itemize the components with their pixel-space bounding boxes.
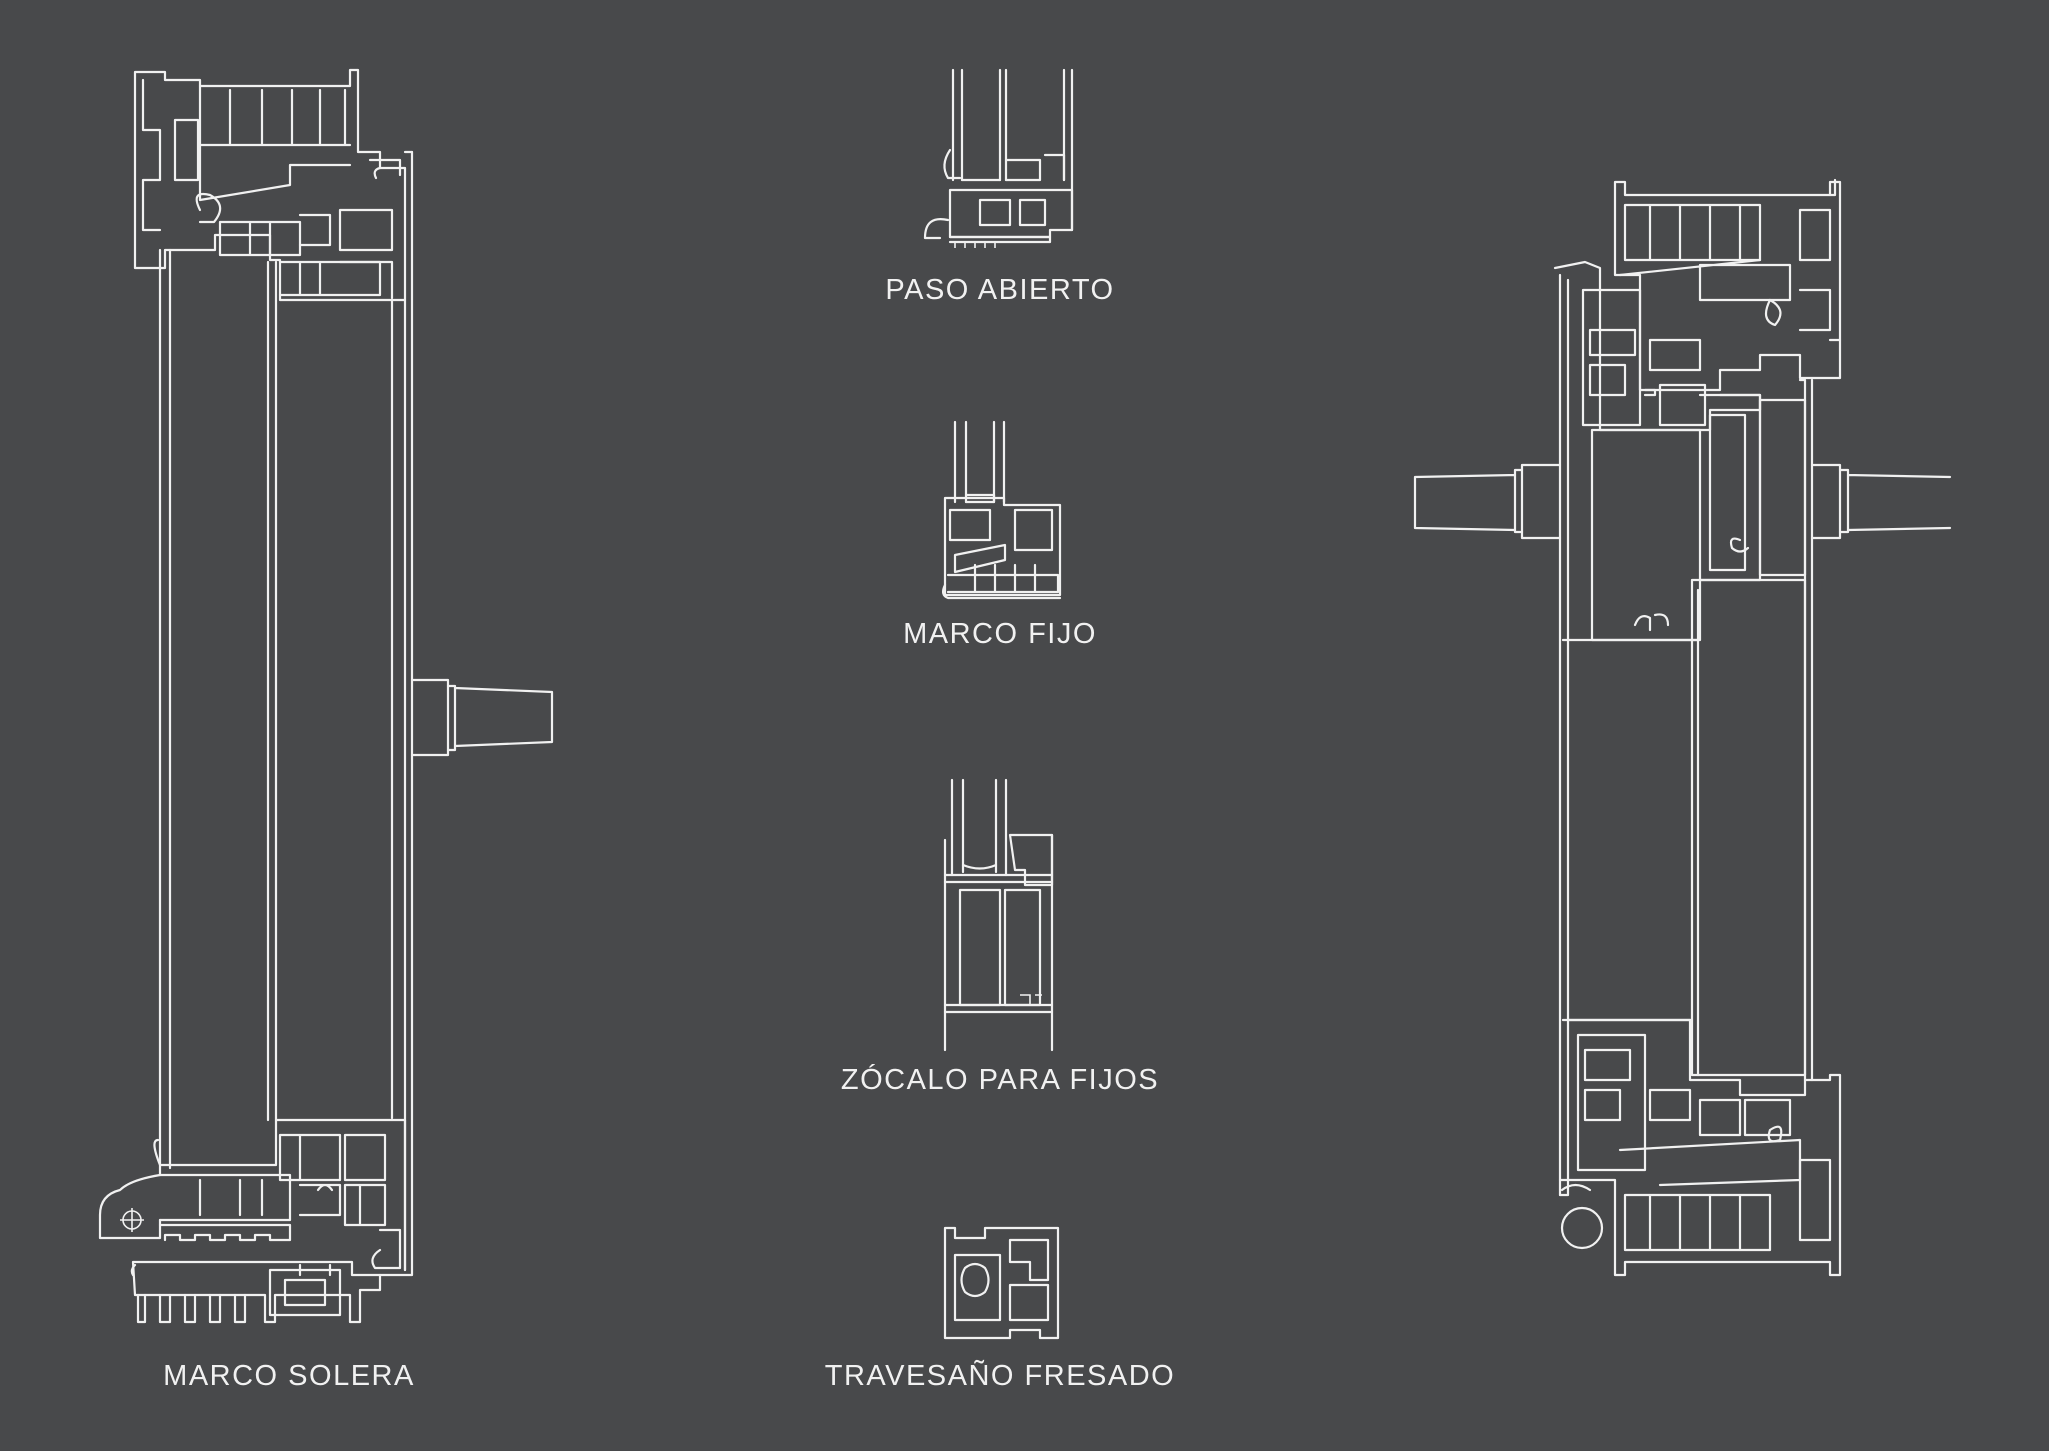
paso-abierto-section [923,68,1074,248]
right-top-profile [1613,178,1842,392]
right-assembly-section [1413,178,1952,1277]
right-left-handle [1413,463,1562,540]
marco-solera-handle [410,678,554,757]
marco-solera-section [98,68,554,1324]
right-bottom-profile [1558,1018,1842,1277]
caption-marco-fijo: MARCO FIJO [903,618,1097,650]
marco-solera-top-profile [133,68,407,302]
caption-marco-solera: MARCO SOLERA [163,1360,415,1392]
caption-paso-abierto: PASO ABIERTO [885,274,1115,306]
caption-travesano-fresado: TRAVESAÑO FRESADO [824,1360,1176,1392]
marco-solera-bottom-profile [98,1118,407,1272]
marco-fijo-section [941,420,1062,600]
caption-zocalo-para-fijos: ZÓCALO PARA FIJOS [840,1064,1160,1096]
zocalo-para-fijos-section [943,778,1054,1052]
travesano-fresado-section [943,1226,1060,1340]
marco-solera-sill [130,1260,382,1324]
marco-solera-vertical-legs [158,150,414,1277]
right-right-handle [1810,463,1952,540]
right-sash-panels [1561,378,1814,1082]
